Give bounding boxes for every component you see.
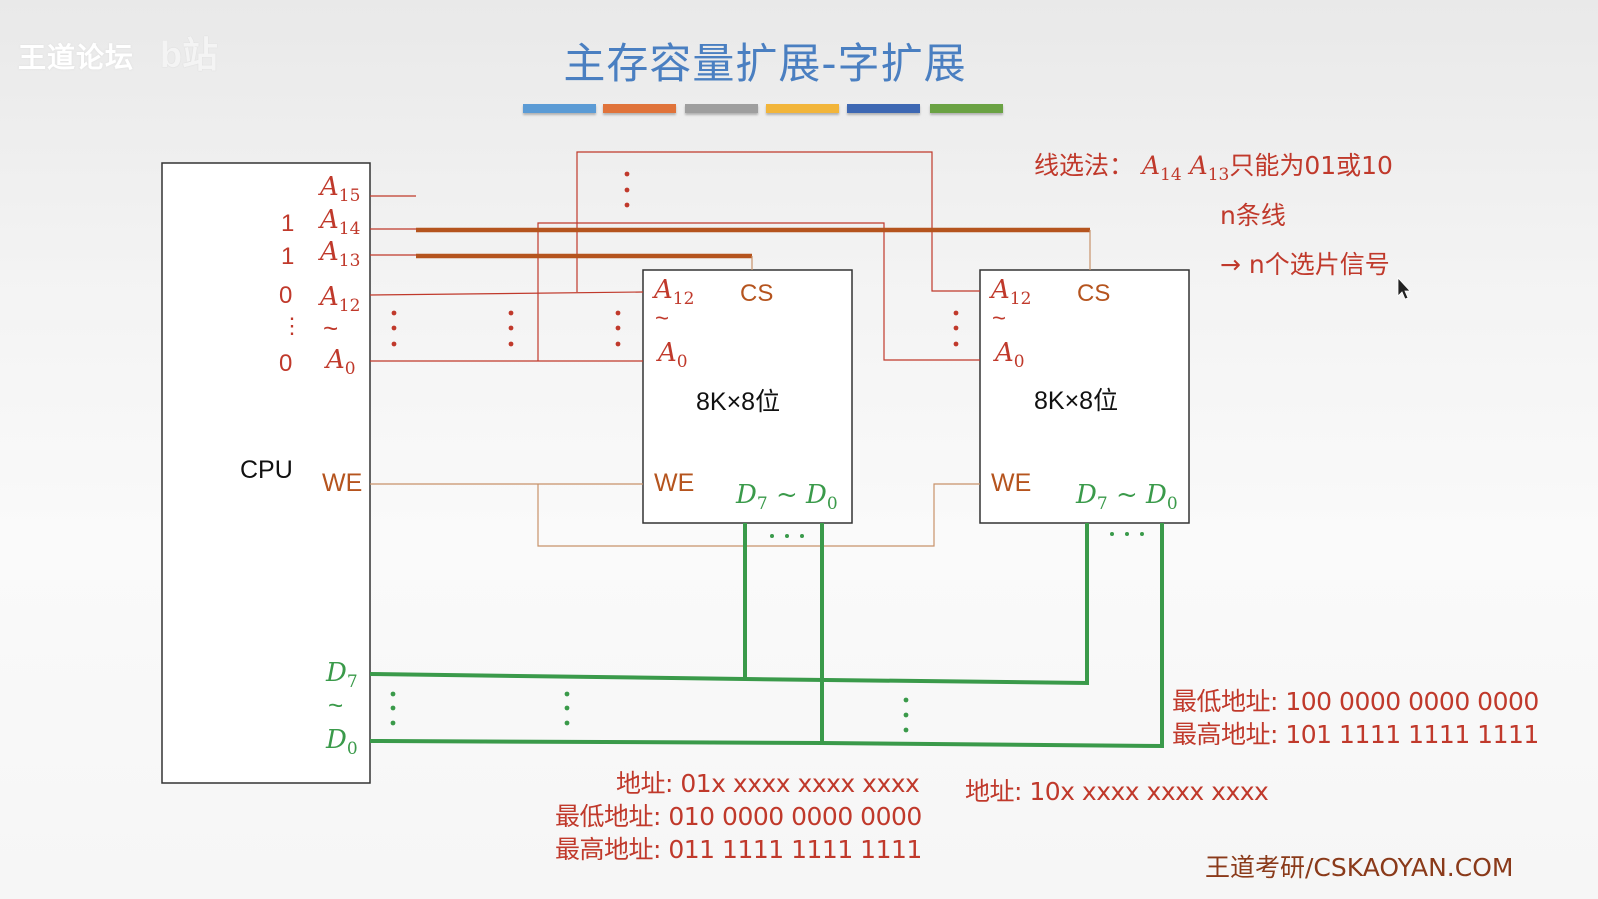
color-bar-segment-5 bbox=[847, 104, 920, 113]
color-bar-segment-1 bbox=[523, 104, 596, 113]
cpu-pin-range-tilde: ~ bbox=[323, 313, 339, 343]
bit-value-a13: 1 bbox=[281, 243, 295, 270]
chip2-lowest-address: 最低地址: 100 0000 0000 0000 bbox=[1172, 687, 1539, 716]
chip2-box bbox=[979, 269, 1190, 524]
cpu-pin-a15: A15 bbox=[320, 172, 361, 206]
cpu-box bbox=[161, 162, 371, 784]
forum-watermark: 王道论坛 bbox=[18, 42, 135, 73]
chip2-highest-address: 最高地址: 101 1111 1111 1111 bbox=[1172, 720, 1539, 749]
chip2-pin-a0: A0 bbox=[995, 338, 1025, 372]
chip2-pin-cs: CS bbox=[1077, 280, 1111, 307]
we-wire-chip2 bbox=[537, 483, 980, 547]
bit-value-a14: 1 bbox=[281, 210, 295, 237]
d0-bus bbox=[369, 523, 1164, 749]
chip1-pin-we: WE bbox=[654, 469, 695, 497]
chip2-pin-a12: A12 bbox=[991, 275, 1032, 309]
chip1-pin-a12: A12 bbox=[654, 275, 695, 309]
n-signals-note: → n个选片信号 bbox=[1220, 250, 1390, 279]
cpu-pin-a0: A0 bbox=[326, 345, 356, 379]
cpu-pin-a12: A12 bbox=[320, 282, 361, 316]
chip1-box bbox=[642, 269, 853, 524]
method-label: 线选法： bbox=[1034, 151, 1135, 180]
chip1-data-pins: D7 ~ D0 bbox=[736, 480, 838, 514]
chip2-pin-we: WE bbox=[991, 469, 1032, 497]
chip2-data-pins: D7 ~ D0 bbox=[1076, 480, 1178, 514]
a12-wire-chip1 bbox=[369, 291, 644, 296]
d7-bus bbox=[369, 523, 1089, 686]
chip1-pin-tilde: ~ bbox=[655, 305, 670, 332]
note-constraint: 只能为01或10 bbox=[1229, 151, 1393, 180]
color-bar-segment-4 bbox=[766, 104, 839, 113]
bit-value-ellipsis: ⋮ bbox=[281, 313, 303, 338]
note-a13: A13 bbox=[1189, 151, 1230, 185]
chip1-highest-address: 最高地址: 011 1111 1111 1111 bbox=[555, 835, 922, 864]
chip1-pin-cs: CS bbox=[740, 280, 774, 307]
chip2-capacity: 8K×8位 bbox=[1034, 387, 1119, 415]
bit-value-a0: 0 bbox=[279, 350, 293, 377]
page-title: 主存容量扩展-字扩展 bbox=[563, 39, 967, 88]
n-lines-note: n条线 bbox=[1220, 201, 1286, 230]
cpu-pin-a14: A14 bbox=[320, 205, 361, 239]
mouse-cursor-icon bbox=[1397, 276, 1411, 300]
chip1-pin-a0: A0 bbox=[658, 338, 688, 372]
video-logo-watermark: b站 bbox=[160, 34, 218, 75]
cpu-pin-d7: D7 bbox=[326, 658, 358, 692]
chip2-pin-tilde: ~ bbox=[992, 305, 1007, 332]
chip1-lowest-address: 最低地址: 010 0000 0000 0000 bbox=[555, 802, 922, 831]
note-a14: A14 bbox=[1141, 151, 1182, 185]
color-bar-segment-6 bbox=[930, 104, 1003, 113]
cpu-label: CPU bbox=[240, 456, 293, 484]
cpu-pin-a13: A13 bbox=[320, 237, 361, 271]
color-bar-segment-2 bbox=[603, 104, 676, 113]
chip1-capacity: 8K×8位 bbox=[696, 388, 781, 416]
a0-wire-chip2 bbox=[537, 222, 980, 361]
chip1-address-pattern: 地址: 01x xxxx xxxx xxxx bbox=[616, 769, 920, 798]
color-bar-segment-3 bbox=[685, 104, 758, 113]
chip2-address-pattern: 地址: 10x xxxx xxxx xxxx bbox=[965, 777, 1269, 806]
cpu-data-range-tilde: ~ bbox=[328, 690, 344, 720]
line-select-note: 线选法： A14 A13只能为01或10 bbox=[1034, 146, 1393, 185]
a12-wire-chip2 bbox=[576, 151, 980, 292]
arrow-right-icon: → bbox=[1220, 250, 1241, 279]
footer-brand: 王道考研/CSKAOYAN.COM bbox=[1205, 853, 1514, 882]
cpu-pin-we: WE bbox=[322, 469, 363, 497]
cpu-pin-d0: D0 bbox=[326, 725, 358, 759]
bit-value-a12: 0 bbox=[279, 282, 293, 309]
